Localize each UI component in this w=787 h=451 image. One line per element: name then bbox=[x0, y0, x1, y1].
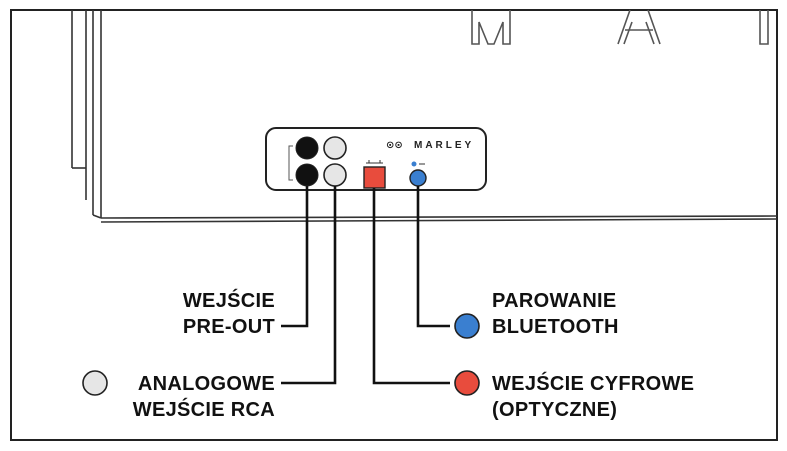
pre-out-label-line2: PRE-OUT bbox=[183, 316, 275, 338]
optical-legend-dot bbox=[454, 370, 480, 396]
rca-label-line1: ANALOGOWE bbox=[138, 373, 275, 395]
optical-port-marks bbox=[366, 160, 383, 164]
cabinet-lettering-graphic bbox=[471, 9, 769, 45]
brand-mark-icon: ⊙⊙ bbox=[386, 140, 403, 151]
pre-out-label-line1: WEJŚCIE bbox=[183, 288, 275, 312]
pre-out-jack-top bbox=[295, 136, 319, 160]
connector-panel bbox=[265, 127, 487, 191]
rca-jack-top bbox=[323, 136, 347, 160]
optical-port bbox=[363, 166, 386, 189]
jack-bracket-marks bbox=[288, 145, 293, 181]
bluetooth-button bbox=[409, 169, 427, 187]
rca-leader bbox=[281, 186, 337, 385]
bluetooth-label-line1: PAROWANIE bbox=[492, 290, 617, 312]
optical-label-line1: WEJŚCIE CYFROWE bbox=[492, 371, 694, 395]
pre-out-leader bbox=[281, 186, 309, 328]
rca-jack-bottom bbox=[323, 163, 347, 187]
speaker-cabinet bbox=[71, 10, 778, 223]
bluetooth-leader bbox=[416, 186, 450, 328]
brand-logo: MARLEY bbox=[414, 140, 474, 151]
rca-label-line2: WEJŚCIE RCA bbox=[133, 397, 275, 421]
bluetooth-legend-dot bbox=[454, 313, 480, 339]
pre-out-jack-bottom bbox=[295, 163, 319, 187]
bluetooth-label-line2: BLUETOOTH bbox=[492, 316, 619, 338]
rca-legend-dot bbox=[82, 370, 108, 396]
optical-leader bbox=[372, 188, 450, 385]
diagram-frame bbox=[10, 9, 778, 441]
leader-lines bbox=[281, 186, 450, 385]
optical-label-line2: (OPTYCZNE) bbox=[492, 399, 617, 421]
bluetooth-indicator-icon bbox=[411, 161, 417, 167]
